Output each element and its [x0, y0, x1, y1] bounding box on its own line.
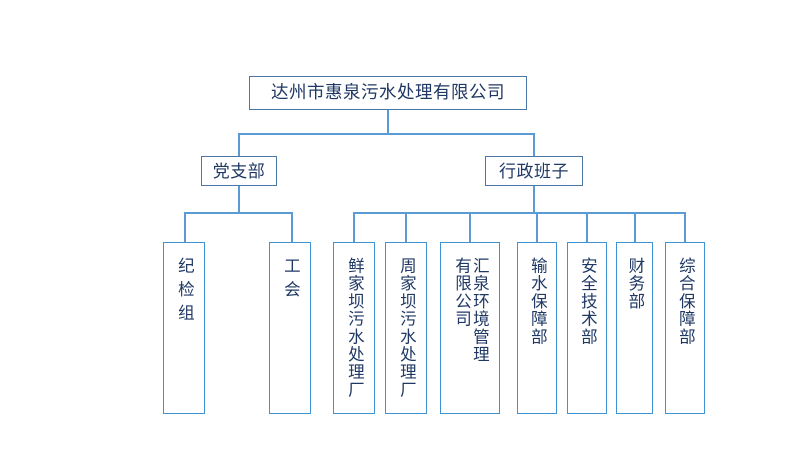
node-finance-dept[interactable]: 财务部 — [616, 242, 653, 414]
connector-to-huiquan-env — [469, 212, 471, 242]
node-general-support-dept[interactable]: 综合保障部 — [665, 242, 705, 414]
connector-root-stem — [387, 110, 389, 134]
node-general-support-dept-label: 综合保障部 — [676, 257, 695, 346]
connector-admin-team-bus — [353, 212, 685, 214]
connector-to-finance-dept — [634, 212, 636, 242]
node-water-supply-dept-label: 输水保障部 — [528, 257, 547, 346]
node-huiquan-env-management[interactable]: 有限公司 汇泉环境管理 — [440, 242, 500, 414]
node-safety-tech-dept-label: 安全技术部 — [578, 257, 597, 346]
node-huiquan-env-label-line1: 汇泉环境管理 — [470, 257, 489, 364]
node-discipline-group[interactable]: 纪检组 — [163, 242, 205, 414]
node-root[interactable]: 达州市惠泉污水处理有限公司 — [249, 76, 527, 110]
node-xianjiaba-plant-label: 鲜家坝污水处理厂 — [345, 257, 364, 399]
connector-to-discipline-group — [184, 212, 186, 242]
connector-to-safety-tech-dept — [586, 212, 588, 242]
node-finance-dept-label: 财务部 — [625, 257, 644, 311]
connector-to-party-branch — [238, 133, 240, 157]
node-safety-tech-dept[interactable]: 安全技术部 — [567, 242, 607, 414]
node-discipline-group-label: 纪检组 — [175, 257, 194, 328]
node-party-branch[interactable]: 党支部 — [201, 156, 277, 186]
connector-to-general-support-dept — [684, 212, 686, 242]
connector-to-water-supply-dept — [536, 212, 538, 242]
connector-to-zhoujiaba-plant — [405, 212, 407, 242]
node-labor-union[interactable]: 工会 — [269, 242, 311, 414]
connector-party-branch-stem — [238, 185, 240, 213]
connector-to-xianjiaba-plant — [353, 212, 355, 242]
connector-admin-team-stem — [533, 185, 535, 213]
node-xianjiaba-plant[interactable]: 鲜家坝污水处理厂 — [333, 242, 375, 414]
node-zhoujiaba-plant[interactable]: 周家坝污水处理厂 — [385, 242, 427, 414]
connector-to-admin-team — [533, 133, 535, 157]
node-huiquan-env-label-line2: 有限公司 — [452, 257, 471, 328]
node-root-label: 达州市惠泉污水处理有限公司 — [271, 82, 505, 103]
node-labor-union-label: 工会 — [281, 257, 300, 304]
node-zhoujiaba-plant-label: 周家坝污水处理厂 — [397, 257, 416, 399]
node-admin-team[interactable]: 行政班子 — [485, 156, 583, 186]
node-water-supply-dept[interactable]: 输水保障部 — [517, 242, 557, 414]
node-admin-team-label: 行政班子 — [499, 161, 569, 181]
node-party-branch-label: 党支部 — [212, 161, 266, 181]
connector-to-labor-union — [291, 212, 293, 242]
connector-root-bus — [238, 133, 534, 135]
connector-party-branch-bus — [184, 212, 292, 214]
